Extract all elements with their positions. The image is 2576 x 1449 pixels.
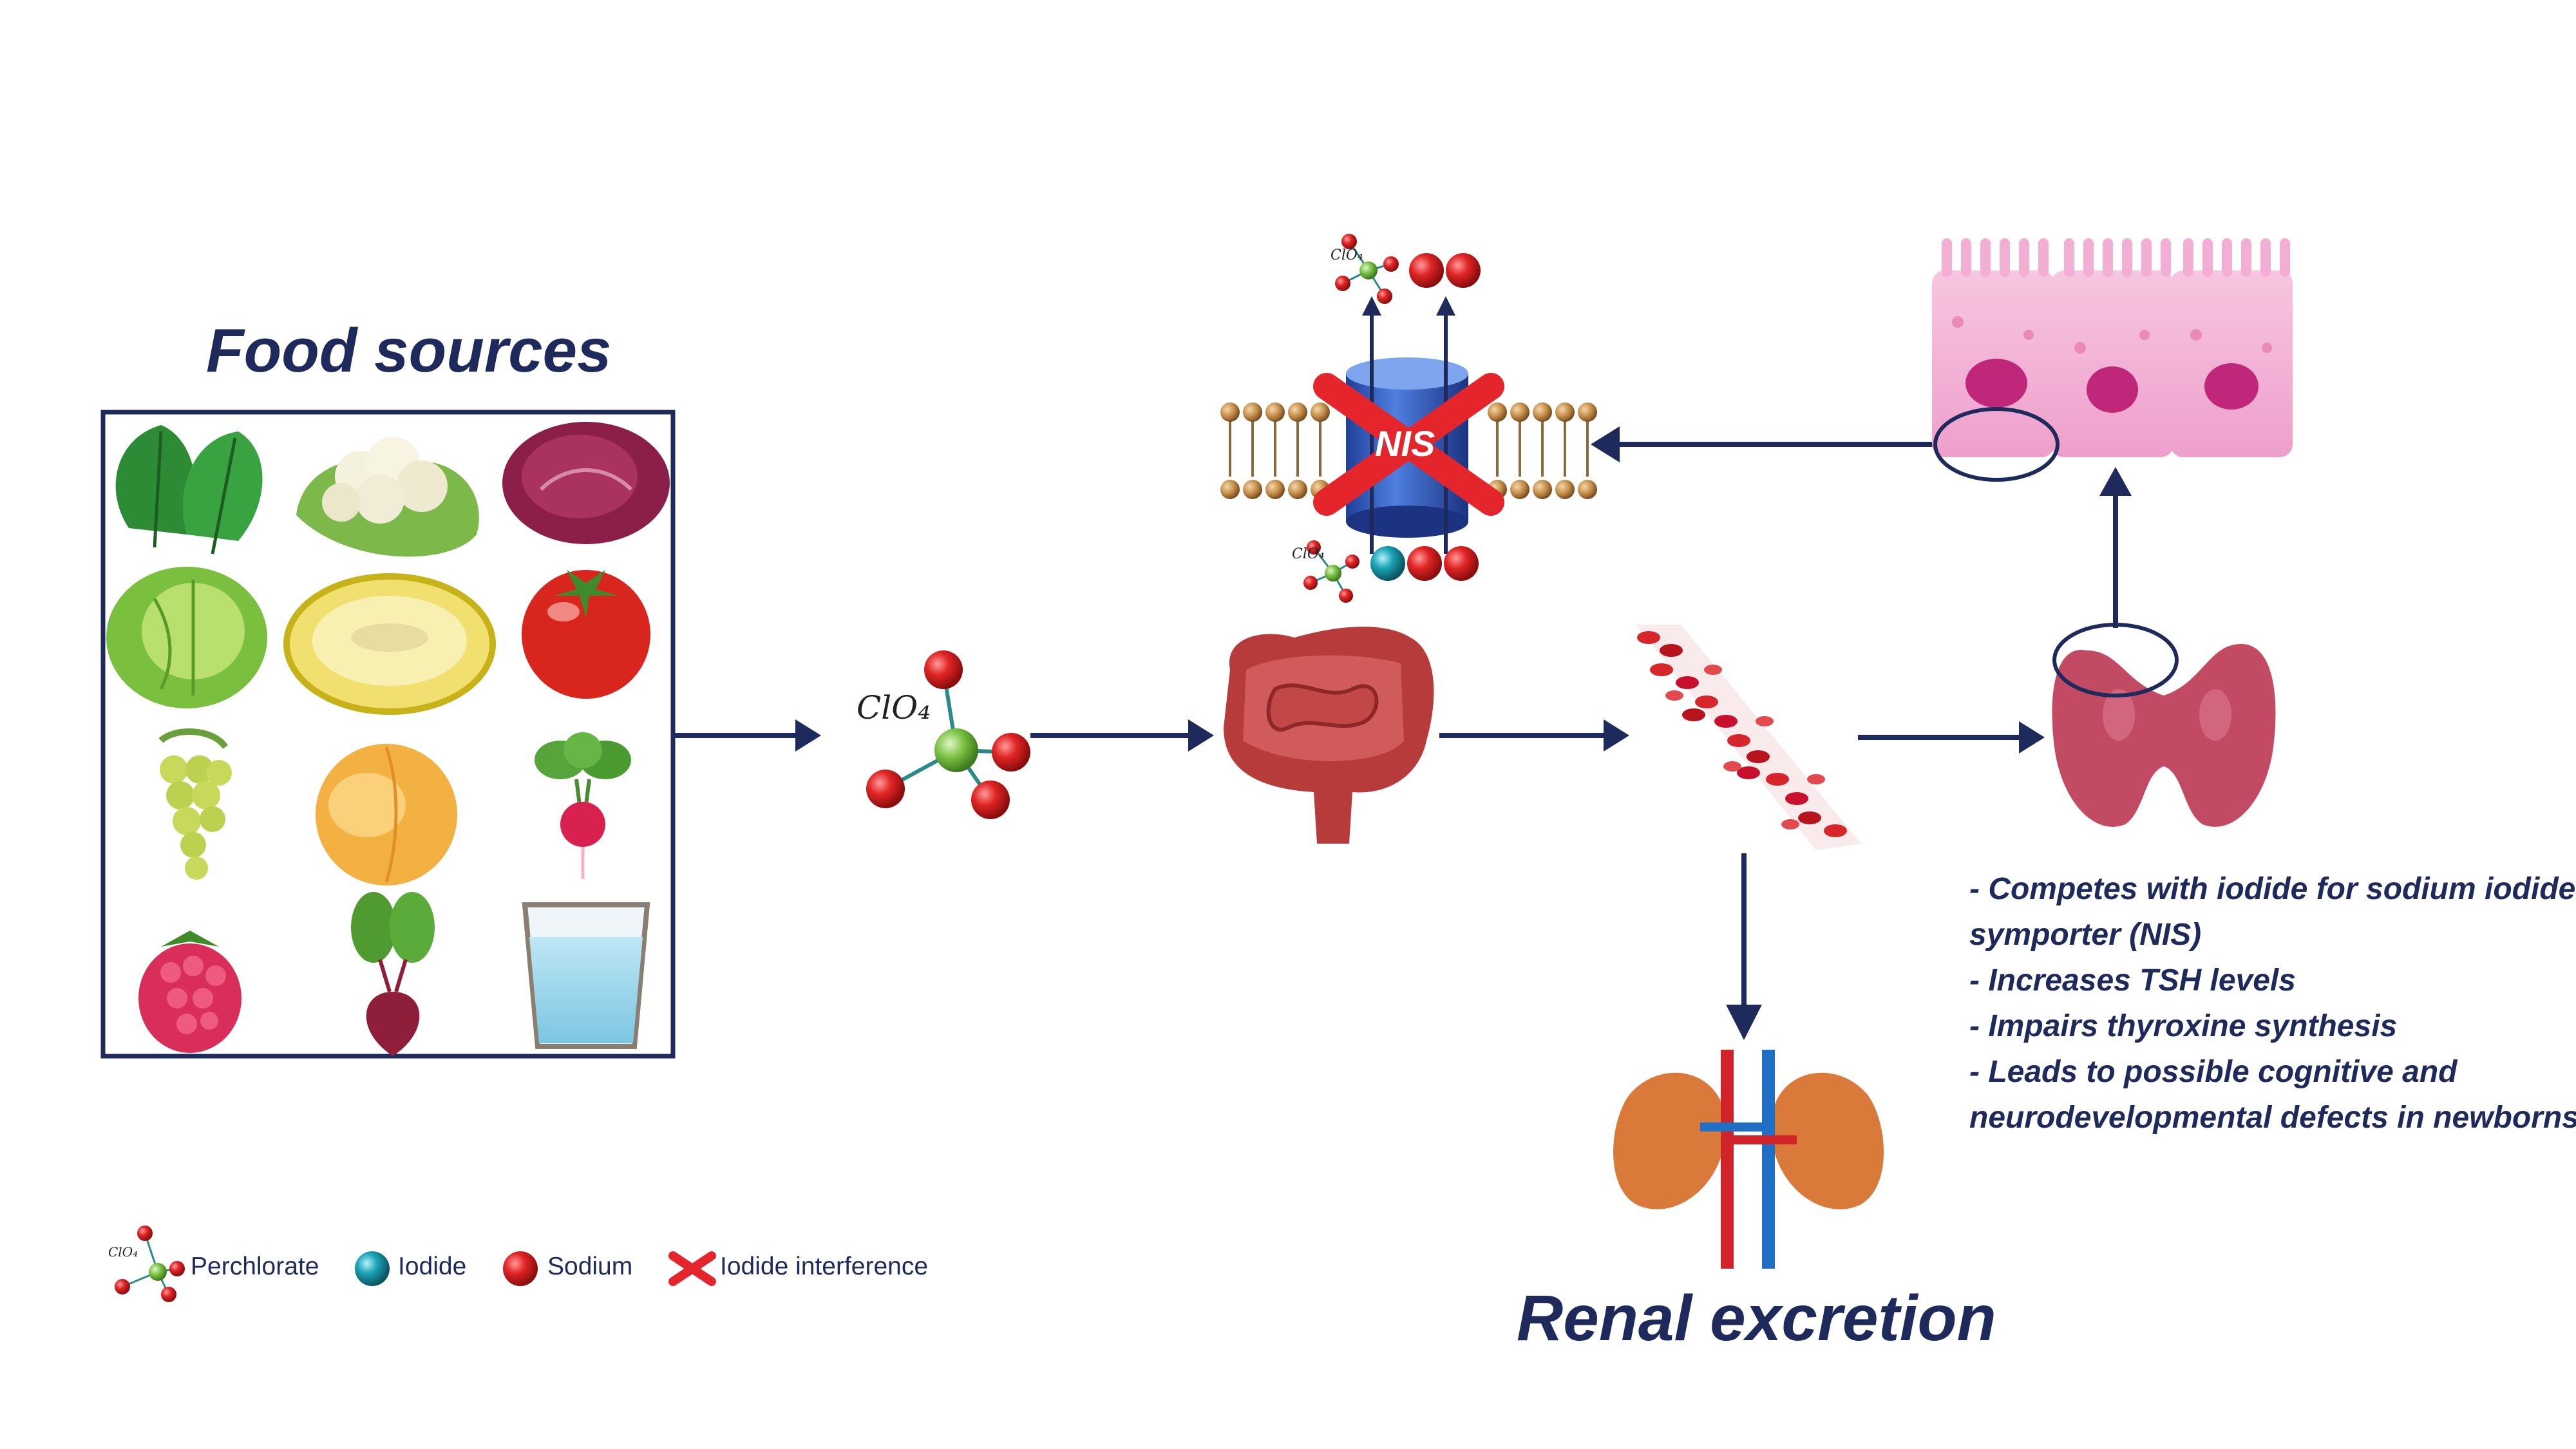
legend-iodide-label: Iodide — [398, 1253, 467, 1280]
perchlorate-molecule-icon — [866, 650, 1030, 819]
renal-excretion-title: Renal excretion — [1517, 1282, 1996, 1354]
legend-sodium-icon — [503, 1251, 538, 1286]
sodium-top-icon — [1409, 253, 1481, 288]
raspberry-icon — [138, 931, 242, 1053]
intestine-icon — [1224, 627, 1434, 844]
arrow-blood-to-thyroid — [1858, 721, 2045, 753]
food-sources-title: Food sources — [206, 316, 612, 385]
perchlorate-bottom-icon — [1303, 540, 1359, 603]
spinach-icon — [115, 425, 263, 554]
food-sources-box — [100, 410, 676, 1059]
legend-perchlorate-icon — [115, 1226, 185, 1302]
cell-highlight-circle — [1933, 407, 2060, 482]
effect-line: - Impairs thyroxine synthesis — [1969, 1009, 2398, 1043]
radish-icon — [535, 732, 631, 879]
legend-sodium-label: Sodium — [547, 1253, 633, 1280]
perchlorate-formula-legend: ClO₄ — [108, 1244, 138, 1260]
perchlorate-formula: ClO₄ — [857, 689, 931, 726]
effect-line: - Competes with iodide for sodium iodide — [1969, 872, 2576, 906]
legend-iodide-interference-label: Iodide interference — [720, 1253, 929, 1280]
blood-cells-icon — [1636, 625, 1861, 850]
cell-membrane-icon — [1220, 402, 1597, 499]
nis-label: NIS — [1375, 423, 1435, 464]
red-lettuce-icon — [502, 422, 670, 544]
legend-interference-cross-icon — [668, 1251, 716, 1286]
tomato-icon — [522, 570, 650, 699]
cauliflower-icon — [296, 437, 479, 557]
legend-perchlorate-label: Perchlorate — [191, 1253, 319, 1280]
kidneys-icon — [1613, 1050, 1884, 1269]
arrow-thyroid-to-cells — [2099, 467, 2132, 628]
effect-line: neurodevelopmental defects in newborns — [1969, 1101, 2576, 1135]
perchlorate-top-icon — [1335, 234, 1399, 304]
water-glass-icon — [522, 902, 650, 1049]
iodide-bottom-icon — [1370, 546, 1405, 581]
beet-icon — [351, 892, 435, 1056]
cabbage-icon — [106, 567, 267, 708]
effects-list: - Competes with iodide for sodium iodide… — [1969, 866, 2576, 1141]
thyroid-cells-icon — [1932, 238, 2293, 457]
effect-line: - Leads to possible cognitive and — [1969, 1055, 2458, 1089]
effect-line: symporter (NIS) — [1969, 918, 2202, 952]
thyroid-highlight-circle — [2052, 623, 2179, 697]
perchlorate-formula-top: ClO₄ — [1331, 247, 1363, 263]
arrow-blood-to-kidney — [1726, 853, 1762, 1040]
arrow-intestine-to-blood — [1439, 719, 1629, 752]
thyroid-icon — [2052, 644, 2276, 827]
sodium-bottom-icon — [1407, 546, 1479, 581]
peach-icon — [316, 744, 457, 886]
arrow-cells-to-nis — [1591, 426, 1938, 462]
perchlorate-formula-bottom: ClO₄ — [1292, 546, 1325, 562]
effect-line: - Increases TSH levels — [1969, 963, 2296, 998]
grapes-icon — [158, 728, 232, 880]
iodide-interference-cross-icon — [1313, 373, 1504, 516]
arrow-food-to-perchlorate — [675, 719, 821, 752]
arrow-perchlorate-to-intestine — [1030, 719, 1214, 752]
melon-icon — [283, 573, 496, 715]
legend-iodide-icon — [355, 1251, 390, 1286]
